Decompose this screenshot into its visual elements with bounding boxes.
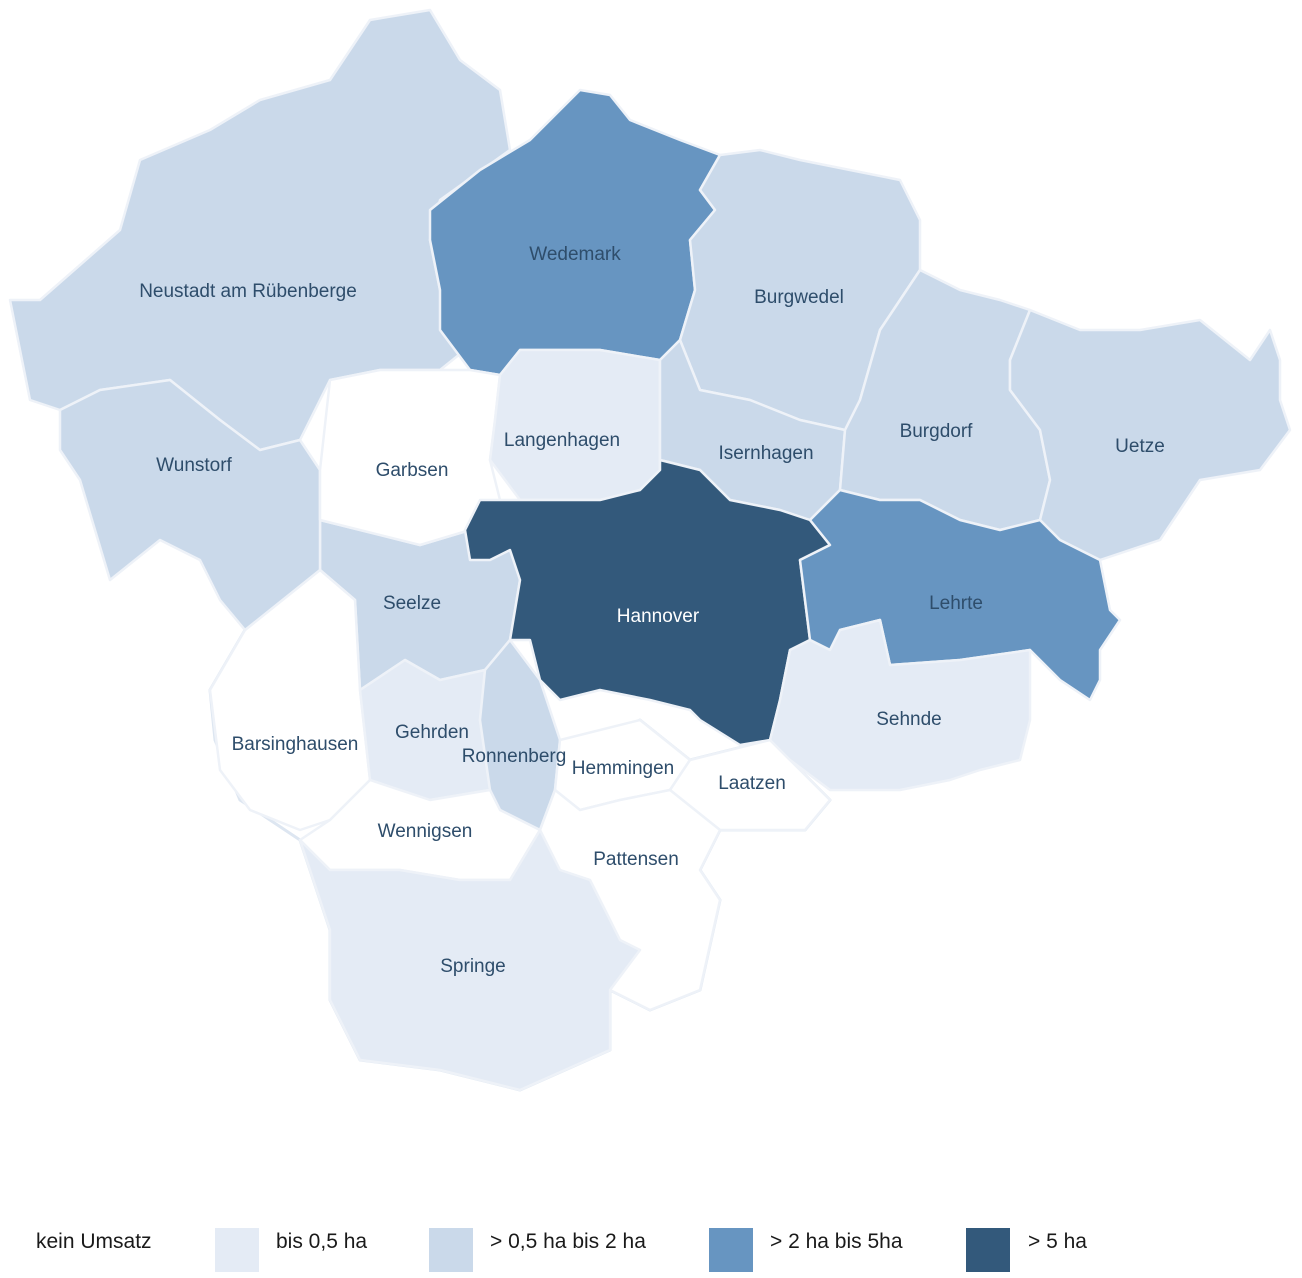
label-sehnde: Sehnde	[876, 709, 942, 730]
region-uetze[interactable]	[1008, 308, 1292, 562]
legend-label-bis-0-5-ha: bis 0,5 ha	[276, 1230, 368, 1253]
label-uetze: Uetze	[1115, 436, 1165, 457]
label-gehrden: Gehrden	[395, 722, 469, 743]
label-garbsen: Garbsen	[376, 460, 449, 481]
legend-label-kein-umsatz: kein Umsatz	[36, 1230, 152, 1253]
region-sehnde[interactable]	[768, 618, 1032, 792]
label-wunstorf: Wunstorf	[156, 455, 232, 476]
label-laatzen: Laatzen	[718, 773, 786, 794]
legend-swatch-bis-0-5-ha	[215, 1228, 259, 1272]
label-ronnenberg: Ronnenberg	[462, 746, 567, 767]
label-springe: Springe	[440, 956, 506, 977]
region-springe[interactable]	[298, 828, 642, 1092]
label-burgwedel: Burgwedel	[754, 287, 844, 308]
label-seelze: Seelze	[383, 593, 441, 614]
label-neustadt: Neustadt am Rübenberge	[139, 281, 357, 302]
label-hemmingen: Hemmingen	[572, 758, 674, 779]
region-langenhagen[interactable]	[488, 348, 662, 502]
legend-swatch-2-bis-5-ha	[709, 1228, 753, 1272]
label-burgdorf: Burgdorf	[900, 421, 974, 442]
legend-label-0-5-bis-2-ha: > 0,5 ha bis 2 ha	[490, 1230, 646, 1253]
region-map: Neustadt am Rübenberge Wedemark Burgwede…	[8, 8, 1292, 1092]
legend-swatch-0-5-bis-2-ha	[429, 1228, 473, 1272]
region-wunstorf[interactable]	[58, 378, 322, 632]
label-barsinghausen: Barsinghausen	[232, 734, 359, 755]
legend-label-ueber-5-ha: > 5 ha	[1028, 1230, 1087, 1253]
label-wennigsen: Wennigsen	[378, 821, 473, 842]
label-langenhagen: Langenhagen	[504, 430, 620, 451]
legend: kein Umsatz bis 0,5 ha > 0,5 ha bis 2 ha…	[0, 1228, 1302, 1278]
label-hannover: Hannover	[617, 606, 700, 627]
legend-swatch-ueber-5-ha	[966, 1228, 1010, 1272]
label-lehrte: Lehrte	[929, 593, 983, 614]
label-isernhagen: Isernhagen	[718, 443, 813, 464]
label-wedemark: Wedemark	[529, 244, 621, 265]
label-pattensen: Pattensen	[593, 849, 679, 870]
legend-label-2-bis-5-ha: > 2 ha bis 5ha	[770, 1230, 903, 1253]
